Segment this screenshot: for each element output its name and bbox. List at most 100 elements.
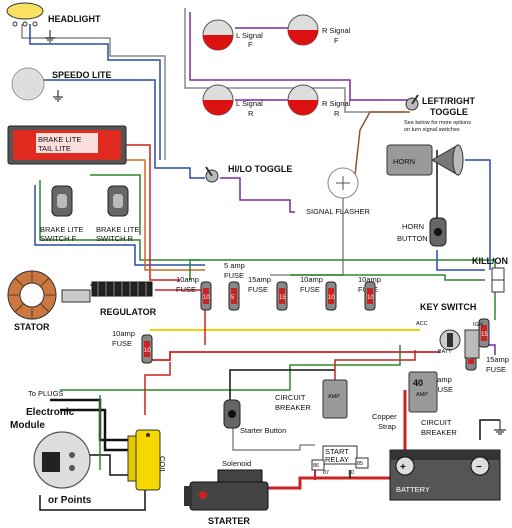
headlight-label: HEADLIGHT: [48, 14, 101, 24]
fuse-value: 15: [279, 295, 286, 301]
copper-strap: Copper Strap: [372, 412, 397, 431]
headlight: HEADLIGHT: [6, 2, 101, 43]
regulator-connector: [61, 289, 91, 303]
brake-switch-button: [113, 194, 123, 208]
stator: STATOR: [7, 270, 57, 332]
key-icon: [447, 333, 453, 347]
starter-button-cap: [228, 410, 236, 418]
fuse-type-label: FUSE: [433, 385, 453, 394]
electronic-module: To PLUGS Electronic Module or Points: [10, 389, 92, 506]
battery-plus: +: [400, 462, 406, 473]
battery: + − BATTERY: [389, 420, 506, 501]
wire-brake-green: [39, 180, 200, 261]
headlight-terminal: [32, 21, 38, 27]
starter-motor: STARTER: [184, 481, 269, 526]
signal-rf-label-2: F: [334, 36, 339, 45]
signal-flasher: SIGNAL FLASHER: [306, 167, 370, 216]
fuse-element: [367, 288, 373, 304]
hi-lo-toggle[interactable]: HI/LO TOGGLE: [205, 164, 292, 183]
relay-30: 30: [348, 470, 354, 476]
ground-icon: [53, 90, 63, 102]
or-points-label: or Points: [48, 495, 92, 506]
fuse-value: 15: [481, 332, 488, 338]
key-switch[interactable]: KEY SWITCH ACC IGN BATT: [416, 302, 483, 359]
horn-button[interactable]: HORN BUTTON: [397, 217, 447, 247]
start-relay: START RELAY 86 87 85 30: [311, 445, 369, 476]
fuse-type-label: FUSE: [486, 365, 506, 374]
wire-bus-red: [150, 351, 440, 361]
kill-on-switch[interactable]: KILL/ON: [472, 256, 508, 293]
brake-switch-front-label-1: BRAKE LITE: [40, 225, 83, 234]
signal-lr-label-2: R: [248, 109, 254, 118]
brake-switch-rear-label-2: SWITCH R: [96, 234, 134, 243]
key-switch-plug: [464, 329, 480, 359]
wire-plugs-2: [60, 408, 130, 452]
fuse-type-label: FUSE: [300, 285, 320, 294]
fuse-amp-label: 10amp: [358, 275, 381, 284]
breaker2-label-1: CIRCUIT: [421, 418, 452, 427]
left-right-toggle[interactable]: LEFT/RIGHT TOGGLE See below for more opt…: [404, 94, 475, 133]
wire-speedo-blue: [40, 79, 205, 179]
fuse-amp-label: 10amp: [176, 275, 199, 284]
signal-lf-label-1: L Signal: [236, 31, 263, 40]
fuse-type-label: FUSE: [176, 285, 196, 294]
battery-positive-terminal: [395, 456, 415, 476]
signal-lr-label-1: L Signal: [236, 99, 263, 108]
signal-lamp-rf: R Signal F: [287, 14, 351, 46]
speedo-lite: SPEEDO LITE: [11, 67, 112, 102]
wire-green-lower: [60, 345, 401, 391]
battery-label: BATTERY: [396, 485, 430, 494]
wire-signal-gray-1: [184, 8, 405, 113]
copper-strap-label-2: Strap: [378, 422, 396, 431]
signal-lf-label-2: F: [248, 40, 253, 49]
horn: HORN: [386, 144, 464, 176]
wire-coil-red: [144, 362, 171, 415]
speedo-lamp: [11, 67, 45, 101]
signal-bulb-fill: [288, 100, 318, 115]
horn-button-label-2: BUTTON: [397, 234, 428, 243]
breaker-body: [408, 371, 438, 413]
electronic-label-2: Module: [10, 420, 45, 431]
breaker2-label-2: BREAKER: [421, 428, 457, 437]
wire-brake-blue: [34, 185, 205, 266]
brake-switch-rear-label-1: BRAKE LITE: [96, 225, 139, 234]
module-body: [33, 431, 91, 489]
circuit-breaker-1: AMP CIRCUIT BREAKER: [275, 379, 348, 419]
relay-87: 87: [323, 470, 329, 476]
wire-brakebox-red: [125, 144, 180, 281]
relay-body: [322, 445, 358, 465]
breaker-40-label: 40: [413, 378, 423, 388]
signal-bulb-fill: [203, 100, 233, 115]
fuse-amp-label: 15amp: [486, 355, 509, 364]
signal-rr-label-1: R Signal: [322, 99, 351, 108]
fuse-element: [231, 288, 237, 304]
horn-label: HORN: [393, 157, 415, 166]
kill-on-label: KILL/ON: [472, 256, 508, 266]
fuse-type-label: FUSE: [112, 339, 132, 348]
solenoid-body: [217, 469, 263, 483]
solenoid-label: Solenoid: [222, 459, 251, 468]
wire-regulator-red: [155, 289, 206, 345]
tail-lite-label: TAIL LITE: [38, 144, 71, 153]
wire-headlight-blue: [29, 24, 161, 160]
lr-toggle-note-2: on turn signal switches: [404, 127, 460, 133]
relay-86: 86: [313, 463, 319, 469]
fuse-element: [481, 325, 487, 341]
starter-button[interactable]: Starter Button: [223, 399, 286, 435]
signal-rr-label-2: R: [334, 109, 340, 118]
breaker-amp-label-2: AMP: [416, 392, 428, 398]
headlight-lamp: [6, 2, 44, 20]
brake-switch-front: BRAKE LITE SWITCH F: [40, 185, 83, 243]
fuse-amp-label: 5 amp: [224, 261, 245, 270]
fuse-amp-label: 15amp: [248, 275, 271, 284]
signal-bulb-fill: [203, 35, 233, 50]
fuse-type-label: FUSE: [224, 271, 244, 280]
fuse-amp-label: 10amp: [300, 275, 323, 284]
